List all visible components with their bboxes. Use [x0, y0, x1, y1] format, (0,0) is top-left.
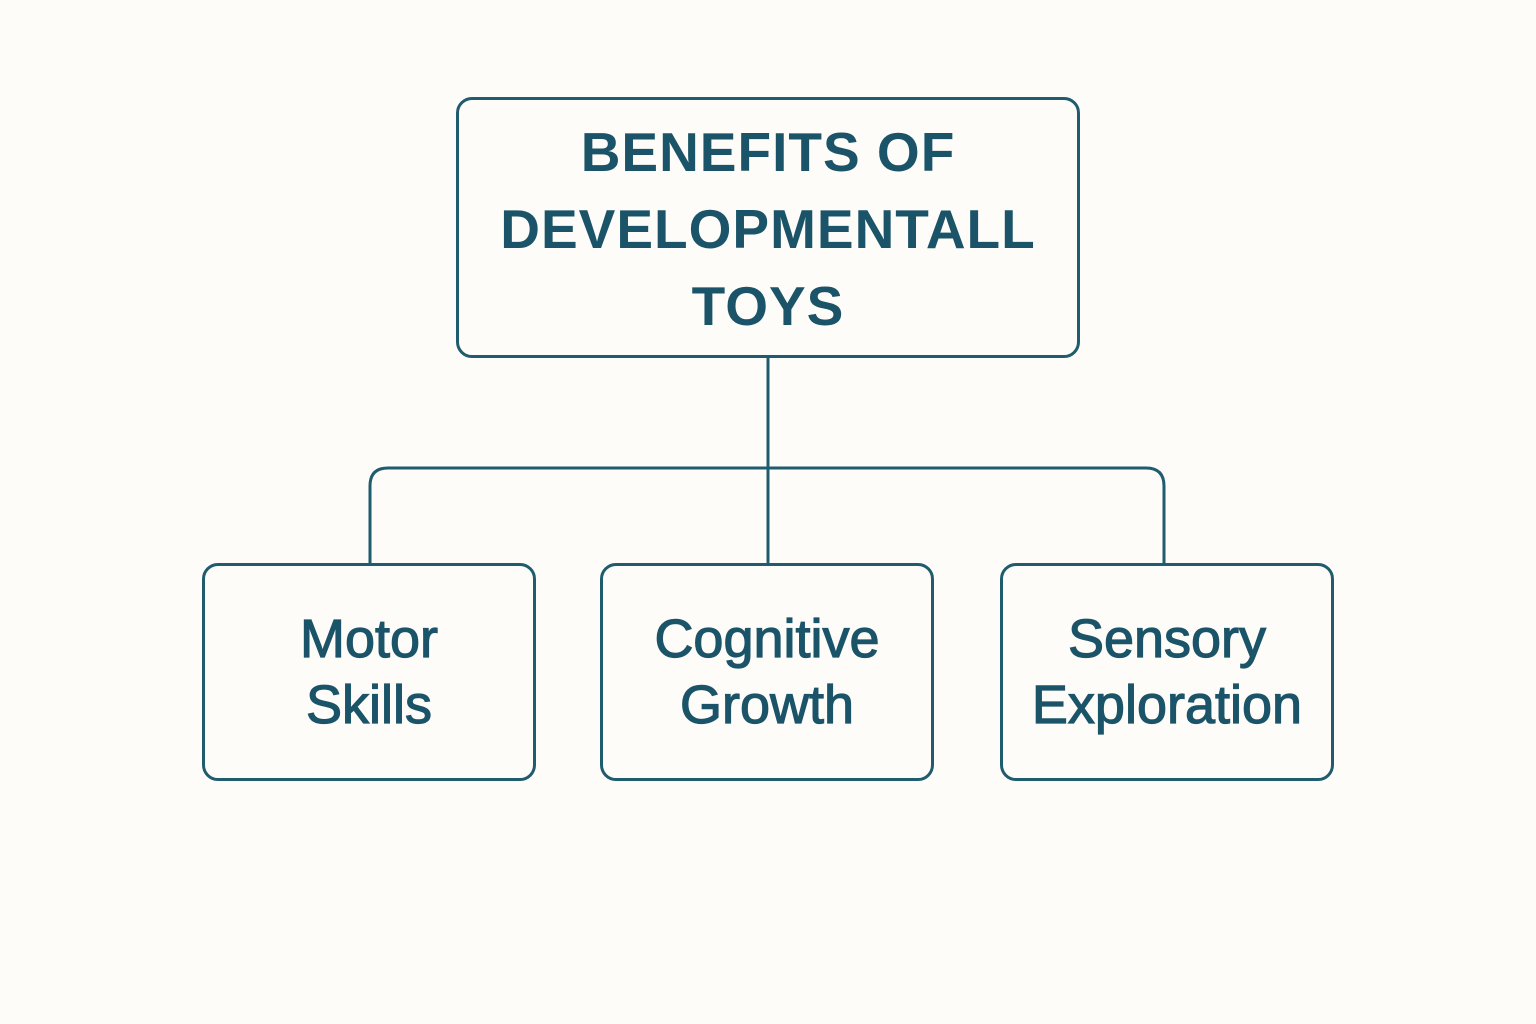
child-label-line-1: Sensory: [1067, 608, 1267, 669]
child-node-sensory-exploration: Sensory Exploration: [1000, 563, 1334, 781]
root-title-line-2: DEVELOPMENTALL: [500, 198, 1036, 260]
root-title-line-1: BENEFITS OF: [580, 121, 956, 183]
child-label-line-1: Cognitive: [654, 608, 880, 669]
child-node-cognitive-growth: Cognitive Growth: [600, 563, 934, 781]
root-node: BENEFITS OF DEVELOPMENTALL TOYS: [456, 97, 1080, 358]
connector-bus: [368, 466, 1166, 563]
child-node-motor-skills: Motor Skills: [202, 563, 536, 781]
child-label-line-2: Growth: [679, 674, 855, 735]
root-title-line-3: TOYS: [691, 275, 845, 337]
child-label-line-2: Skills: [305, 674, 432, 735]
child-label-line-1: Motor: [299, 608, 439, 669]
child-label-line-2: Exploration: [1031, 674, 1303, 735]
